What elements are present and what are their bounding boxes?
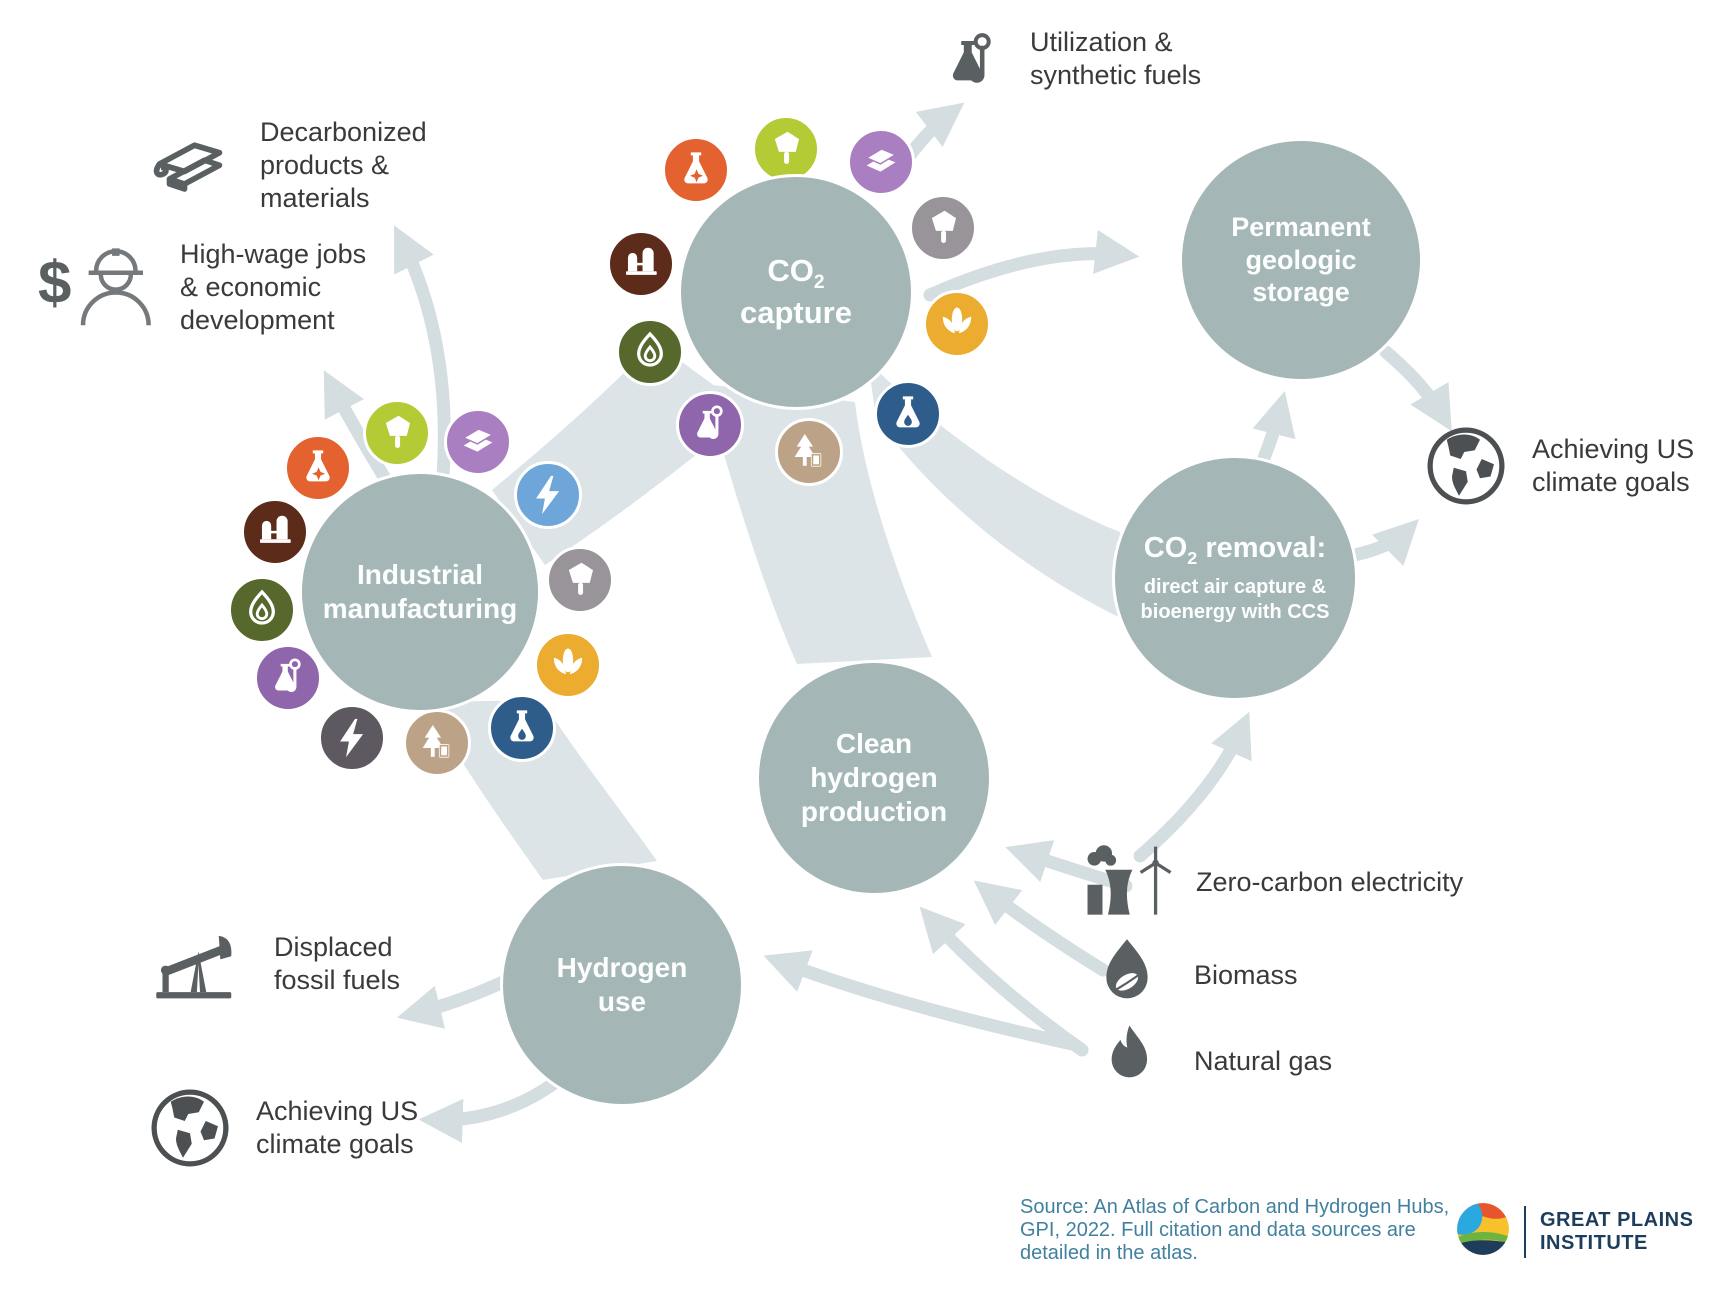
arrow-electricity-to-removal bbox=[1133, 711, 1252, 863]
band-capture-hydrogen-production bbox=[704, 384, 932, 664]
ladle-icon bbox=[363, 399, 431, 467]
node-industrial-manufacturing: Industrial manufacturing bbox=[299, 471, 541, 713]
label-zero-carbon-electricity: Zero-carbon electricity bbox=[1078, 842, 1463, 922]
pulp-paper-icon bbox=[775, 418, 843, 486]
node-co2-capture: CO2 capture bbox=[678, 174, 914, 410]
power-plant-icon bbox=[1078, 842, 1176, 922]
arrow-production-to-hydrogen-use bbox=[763, 950, 1079, 1051]
flask-star-icon bbox=[284, 434, 352, 502]
label-utilization: Utilization &synthetic fuels bbox=[938, 26, 1201, 98]
pulp-paper-icon bbox=[403, 709, 471, 777]
gpi-logo-icon bbox=[1456, 1202, 1510, 1261]
label-biomass: Biomass bbox=[1094, 936, 1298, 1014]
ladle-icon bbox=[752, 115, 820, 183]
corn-icon bbox=[923, 290, 991, 358]
svg-text:$: $ bbox=[38, 249, 71, 316]
steel-beam-icon bbox=[140, 134, 234, 204]
flask-thermometer-icon bbox=[938, 26, 1006, 98]
lightning-bolt-icon bbox=[318, 704, 386, 772]
flask-star-icon bbox=[662, 136, 730, 204]
pumpjack-icon bbox=[150, 926, 250, 1002]
globe-icon bbox=[148, 1086, 232, 1170]
refinery-tanks-icon bbox=[241, 498, 309, 566]
logo-wordmark: GREAT PLAINS INSTITUTE bbox=[1540, 1208, 1694, 1254]
corn-icon bbox=[534, 631, 602, 699]
gas-flame-drop-icon bbox=[616, 318, 684, 386]
flask-oil-drop-icon bbox=[874, 380, 942, 448]
flask-thermometer-icon bbox=[676, 391, 744, 459]
arrow-fuel-to-production-3 bbox=[919, 906, 1089, 1057]
dollar-worker-icon: $ bbox=[38, 238, 158, 330]
lightning-bolt-icon bbox=[514, 461, 582, 529]
arrow-removal-to-climate-goals bbox=[1343, 519, 1419, 566]
flask-thermometer-icon bbox=[254, 644, 322, 712]
ladle-icon bbox=[909, 194, 977, 262]
ladle-icon bbox=[546, 546, 614, 614]
arrow-fuel-to-production-2 bbox=[973, 880, 1110, 977]
refinery-tanks-icon bbox=[607, 230, 675, 298]
label-natural-gas: Natural gas bbox=[1098, 1022, 1332, 1100]
leaf-drop-icon bbox=[1094, 936, 1160, 1014]
flame-icon bbox=[1098, 1022, 1158, 1100]
source-note: Source: An Atlas of Carbon and Hydrogen … bbox=[1020, 1196, 1450, 1264]
flask-oil-drop-icon bbox=[488, 694, 556, 762]
arrow-industrial-to-jobs bbox=[323, 370, 393, 487]
node-clean-hydrogen-production: Clean hydrogen production bbox=[756, 660, 992, 896]
globe-icon bbox=[1424, 424, 1508, 508]
steel-beams-icon bbox=[847, 128, 915, 196]
arrow-hydrogen-use-to-climate bbox=[418, 1075, 563, 1143]
band-industrial-hydrogen-use bbox=[426, 700, 657, 880]
logo-divider bbox=[1524, 1205, 1526, 1258]
node-hydrogen-use: Hydrogen use bbox=[500, 863, 744, 1107]
gas-flame-drop-icon bbox=[228, 576, 296, 644]
node-co2-removal: CO2 removal: direct air capture & bioene… bbox=[1112, 455, 1358, 701]
node-permanent-geologic-storage: Permanent geologic storage bbox=[1179, 138, 1423, 382]
gpi-logo: GREAT PLAINS INSTITUTE bbox=[1456, 1202, 1693, 1261]
arrow-capture-to-storage bbox=[923, 229, 1140, 302]
arrow-storage-to-climate-goals bbox=[1379, 345, 1452, 432]
steel-beams-icon bbox=[444, 408, 512, 476]
